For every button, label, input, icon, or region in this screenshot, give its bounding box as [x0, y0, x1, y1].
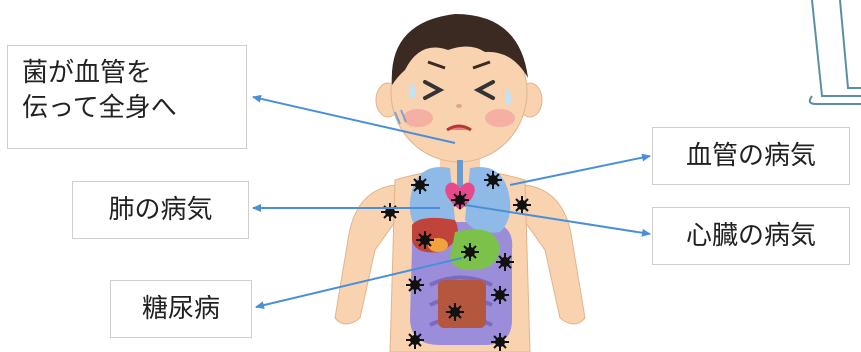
arrow-vascular-disease [510, 156, 650, 185]
label-bacteria-spread-line-1: 菌が血管を [22, 56, 232, 91]
partial-figure-sketch [810, 0, 861, 104]
label-bacteria-spread-line-2: 伝って全身へ [22, 91, 232, 126]
label-diabetes: 糖尿病 [110, 280, 252, 338]
label-bacteria-spread: 菌が血管を 伝って全身へ [7, 45, 247, 149]
label-vascular-disease: 血管の病気 [652, 127, 850, 185]
label-vascular-disease-text: 血管の病気 [686, 138, 816, 174]
label-heart-disease-text: 心臓の病気 [686, 218, 816, 254]
label-lung-disease-text: 肺の病気 [108, 192, 212, 228]
label-diabetes-text: 糖尿病 [142, 291, 220, 327]
label-lung-disease: 肺の病気 [72, 181, 249, 239]
label-heart-disease: 心臓の病気 [652, 207, 850, 265]
